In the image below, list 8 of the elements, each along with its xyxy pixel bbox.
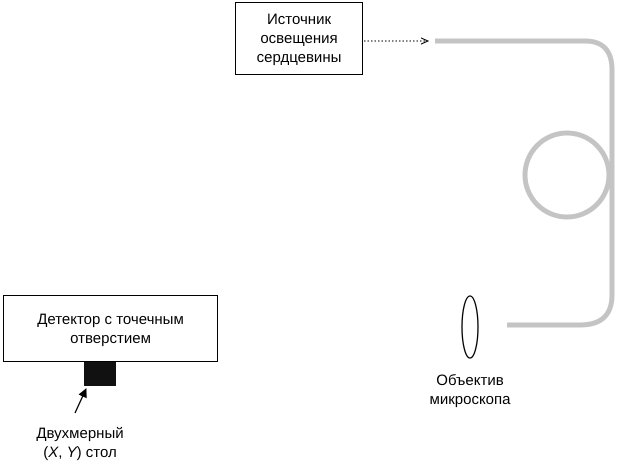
arrow <box>74 388 87 414</box>
light-source-box: Источник освещения сердцевины <box>235 2 363 75</box>
arrow <box>364 37 429 45</box>
stage-label: Двухмерный (X, Y) стол <box>28 424 132 462</box>
optical-fiber <box>435 38 614 328</box>
stage-block <box>84 362 116 386</box>
detector-box: Детектор с точечным отверстием <box>3 295 218 362</box>
lens-label: Объектив микроскопа <box>428 371 512 409</box>
